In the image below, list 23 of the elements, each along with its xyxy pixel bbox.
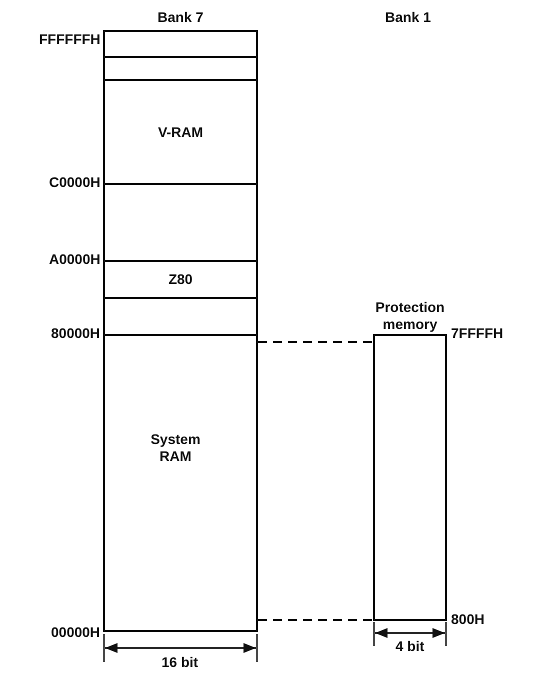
bank-heading: Bank 1 xyxy=(385,9,431,26)
memory-segment xyxy=(103,81,258,185)
address-label: 80000H xyxy=(51,325,100,342)
address-label: 00000H xyxy=(51,624,100,641)
memory-segment xyxy=(103,299,258,336)
address-label: 800H xyxy=(451,611,484,628)
segment-label: System RAM xyxy=(150,431,202,465)
memory-segment xyxy=(103,185,258,262)
dashed-connector xyxy=(258,341,373,343)
dimension-label: 4 bit xyxy=(396,638,424,655)
address-label: 7FFFFH xyxy=(451,325,504,342)
address-label: FFFFFFH xyxy=(39,31,100,48)
dashed-connector xyxy=(258,619,373,621)
dimension-label: 16 bit xyxy=(162,654,198,671)
segment-label: Z80 xyxy=(167,271,194,288)
address-label: C0000H xyxy=(49,174,100,191)
memory-segment xyxy=(103,58,258,81)
address-label: A0000H xyxy=(49,251,100,268)
memory-segment xyxy=(103,30,258,58)
bank-heading: Bank 7 xyxy=(156,9,204,26)
segment-label: V-RAM xyxy=(156,124,204,140)
memory-segment xyxy=(103,262,258,299)
memory-segment xyxy=(103,336,258,632)
